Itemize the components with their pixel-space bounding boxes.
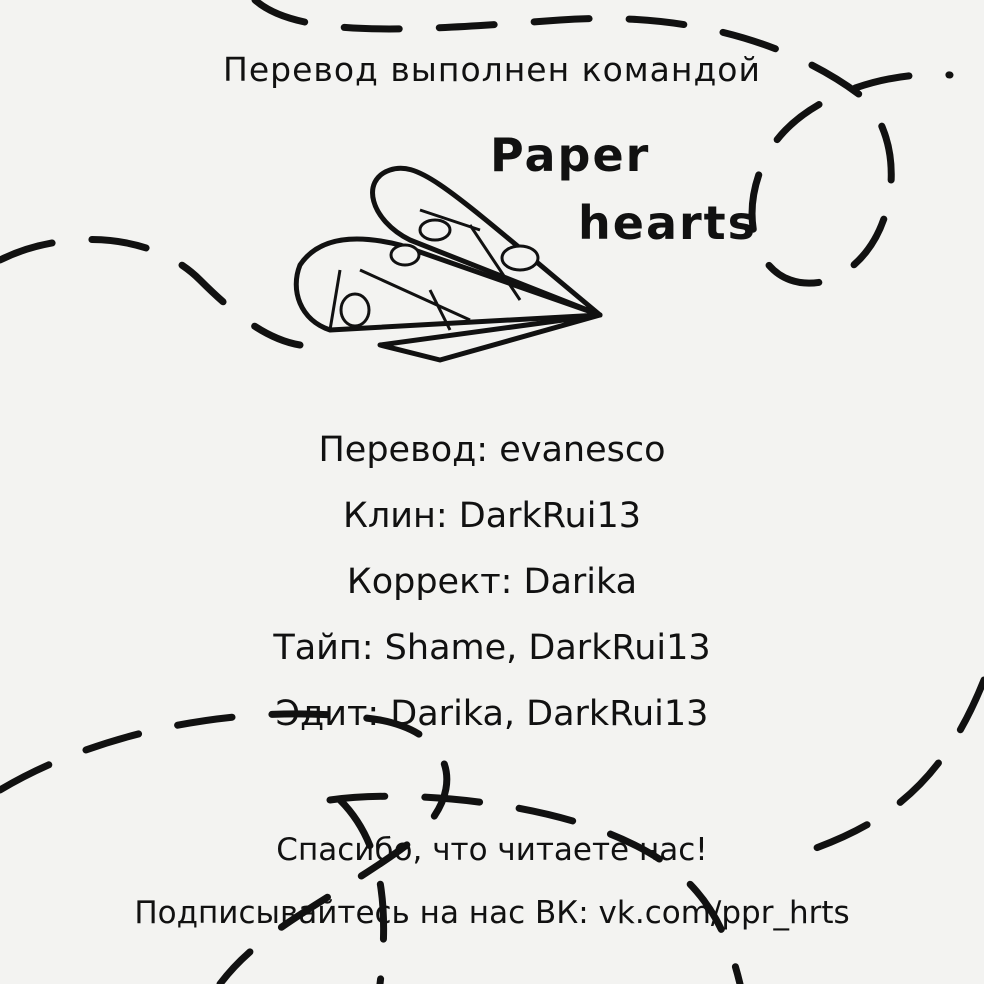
brand-name-line1: Paper	[490, 128, 651, 182]
credit-cleaning: Клин: DarkRui13	[342, 496, 641, 536]
brand-name-line2: hearts	[578, 196, 758, 250]
credit-typesetting: Тайп: Shame, DarkRui13	[273, 628, 711, 668]
credit-translation: Перевод: evanesco	[318, 430, 666, 470]
thanks-message: Спасибо, что читаете нас!	[276, 832, 708, 868]
subscribe-message: Подписывайтесь на нас ВК: vk.com/ppr_hrt…	[134, 895, 850, 931]
credit-editing: Эдит: Darika, DarkRui13	[275, 694, 709, 734]
team-heading: Перевод выполнен командой	[223, 50, 761, 89]
credit-proofreading: Коррект: Darika	[346, 562, 638, 602]
